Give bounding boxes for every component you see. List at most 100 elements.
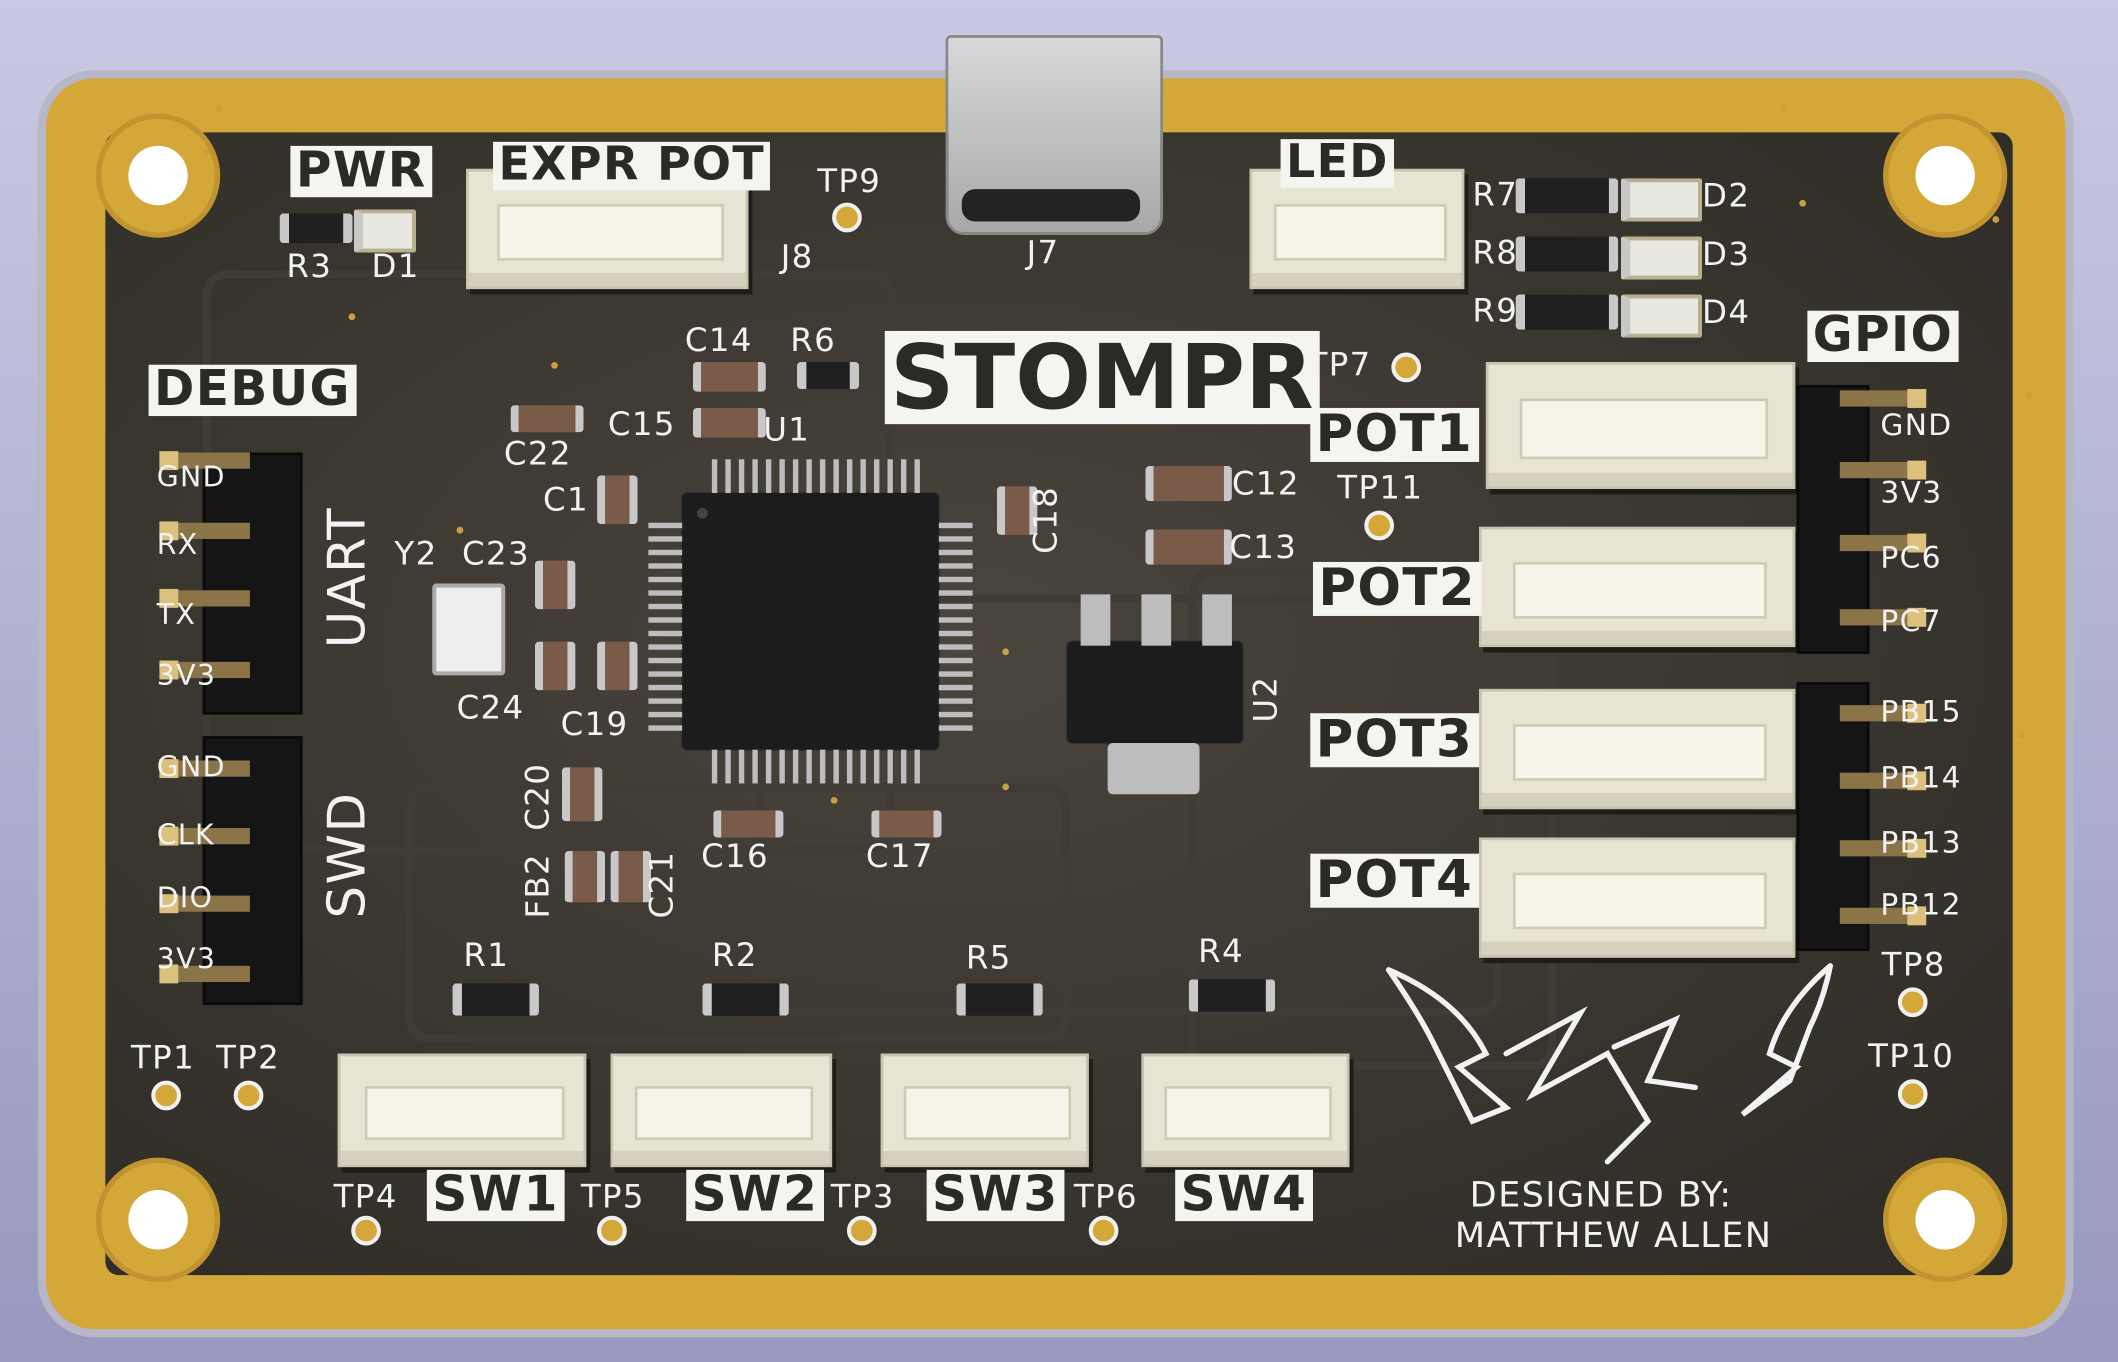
header-pin-pad: [159, 826, 179, 846]
ic-pin: [938, 549, 973, 556]
header-pin: [1839, 461, 1921, 479]
resistor: [1515, 294, 1619, 330]
header-pin-pad: [159, 660, 179, 680]
silkscreen-label: D3: [1702, 235, 1751, 273]
header-pin-pad: [1907, 389, 1927, 408]
header-pin: [1839, 609, 1921, 626]
ic-pin: [711, 459, 718, 494]
resistor: [279, 213, 353, 244]
silkscreen-label: GND: [156, 751, 226, 784]
test-point: [1897, 987, 1928, 1018]
silkscreen-label: SW2: [686, 1169, 824, 1221]
silkscreen-label: PC7: [1880, 605, 1942, 639]
via: [551, 362, 558, 369]
ic-pin: [860, 459, 866, 494]
silkscreen-label: R3: [286, 247, 333, 286]
ic-pin: [648, 522, 683, 529]
silkscreen-label: SWD: [317, 791, 377, 919]
connector-sw2: [610, 1053, 833, 1168]
ic-pin: [938, 576, 973, 583]
silkscreen-label: C12: [1231, 464, 1300, 503]
ic-pin: [938, 603, 973, 610]
silkscreen-label: POT2: [1312, 561, 1482, 616]
ic-pin: [873, 459, 880, 494]
connector-led: [1249, 168, 1465, 290]
ic-pin: [887, 459, 893, 494]
ic-pin: [938, 522, 973, 529]
ic-pin: [779, 749, 785, 784]
silkscreen-label: SW3: [926, 1169, 1065, 1221]
silkscreen-label: GND: [156, 460, 226, 494]
ic-pin: [938, 563, 973, 569]
silkscreen-label: TP10: [1868, 1037, 1955, 1076]
ic-pin: [938, 711, 973, 718]
resistor: [796, 362, 860, 390]
connector-pot4: [1479, 837, 1796, 958]
silkscreen-label: C24: [456, 688, 525, 727]
ic-pin: [938, 684, 973, 691]
header-pin-pad: [159, 588, 179, 608]
silkscreen-label: R4: [1198, 932, 1245, 970]
ic-pin: [819, 749, 826, 784]
silkscreen-label: RX: [156, 528, 199, 561]
capacitor: [534, 560, 576, 610]
capacitor: [534, 641, 576, 691]
header-pin: [168, 522, 250, 539]
ic-pin: [938, 536, 973, 542]
header-pin: [168, 452, 250, 469]
connector-sw4: [1141, 1053, 1350, 1168]
header-pin-pad: [1907, 607, 1927, 627]
silkscreen-label: POT4: [1310, 852, 1479, 908]
ic-pin: [806, 459, 812, 494]
connector-sw3: [880, 1053, 1089, 1168]
silkscreen-label: C14: [684, 321, 753, 360]
silkscreen-label: TP1: [131, 1038, 196, 1077]
ic-pin: [914, 459, 920, 494]
ic-pin: [738, 749, 745, 784]
test-point: [1897, 1079, 1928, 1110]
header-pin: [1839, 534, 1921, 552]
resistor: [452, 983, 539, 1016]
silkscreen-label: D2: [1702, 176, 1751, 215]
ic-pin: [648, 711, 683, 718]
logo-graphic: [1385, 963, 1834, 1165]
silkscreen-label: UART: [317, 506, 377, 649]
capacitor: [713, 810, 784, 838]
resistor: [1515, 236, 1619, 272]
ic-pin: [819, 459, 826, 494]
capacitor: [1145, 466, 1232, 502]
regulator-pin: [1080, 594, 1111, 646]
silkscreen-label: CLK: [156, 818, 215, 852]
ic-pin: [648, 549, 683, 556]
header-pin: [168, 965, 250, 983]
ic-pin: [846, 459, 853, 494]
silkscreen-label: PC6: [1880, 541, 1942, 576]
via: [1002, 783, 1010, 791]
ic-pin: [938, 671, 973, 677]
test-point: [351, 1215, 381, 1246]
silkscreen-label: PB13: [1880, 826, 1962, 861]
silkscreen-label: 3V3: [156, 659, 217, 692]
resistor: [1515, 178, 1619, 214]
silkscreen-label: C15: [607, 405, 676, 444]
ic-pin: [846, 749, 853, 784]
silkscreen-label: DIO: [156, 882, 214, 915]
microcontroller-u1: [682, 493, 939, 750]
silkscreen-label: R9: [1472, 291, 1519, 330]
via: [216, 105, 223, 113]
silkscreen-label: C19: [560, 705, 629, 743]
via: [830, 796, 838, 804]
capacitor: [561, 767, 603, 822]
via: [202, 148, 210, 156]
silkscreen-label: SW1: [426, 1169, 565, 1221]
silkscreen-label: STOMPR: [884, 331, 1320, 425]
silkscreen-label: DEBUG: [148, 364, 357, 416]
resistor: [1188, 979, 1276, 1012]
silkscreen-label: TP11: [1337, 468, 1424, 507]
silkscreen-label: R5: [965, 938, 1012, 977]
connector-sw1: [337, 1053, 587, 1168]
silkscreen-label: SW4: [1175, 1169, 1313, 1221]
silkscreen-label: J8: [780, 237, 814, 276]
silkscreen-label: C16: [701, 837, 770, 876]
pin1-dot: [697, 507, 708, 519]
